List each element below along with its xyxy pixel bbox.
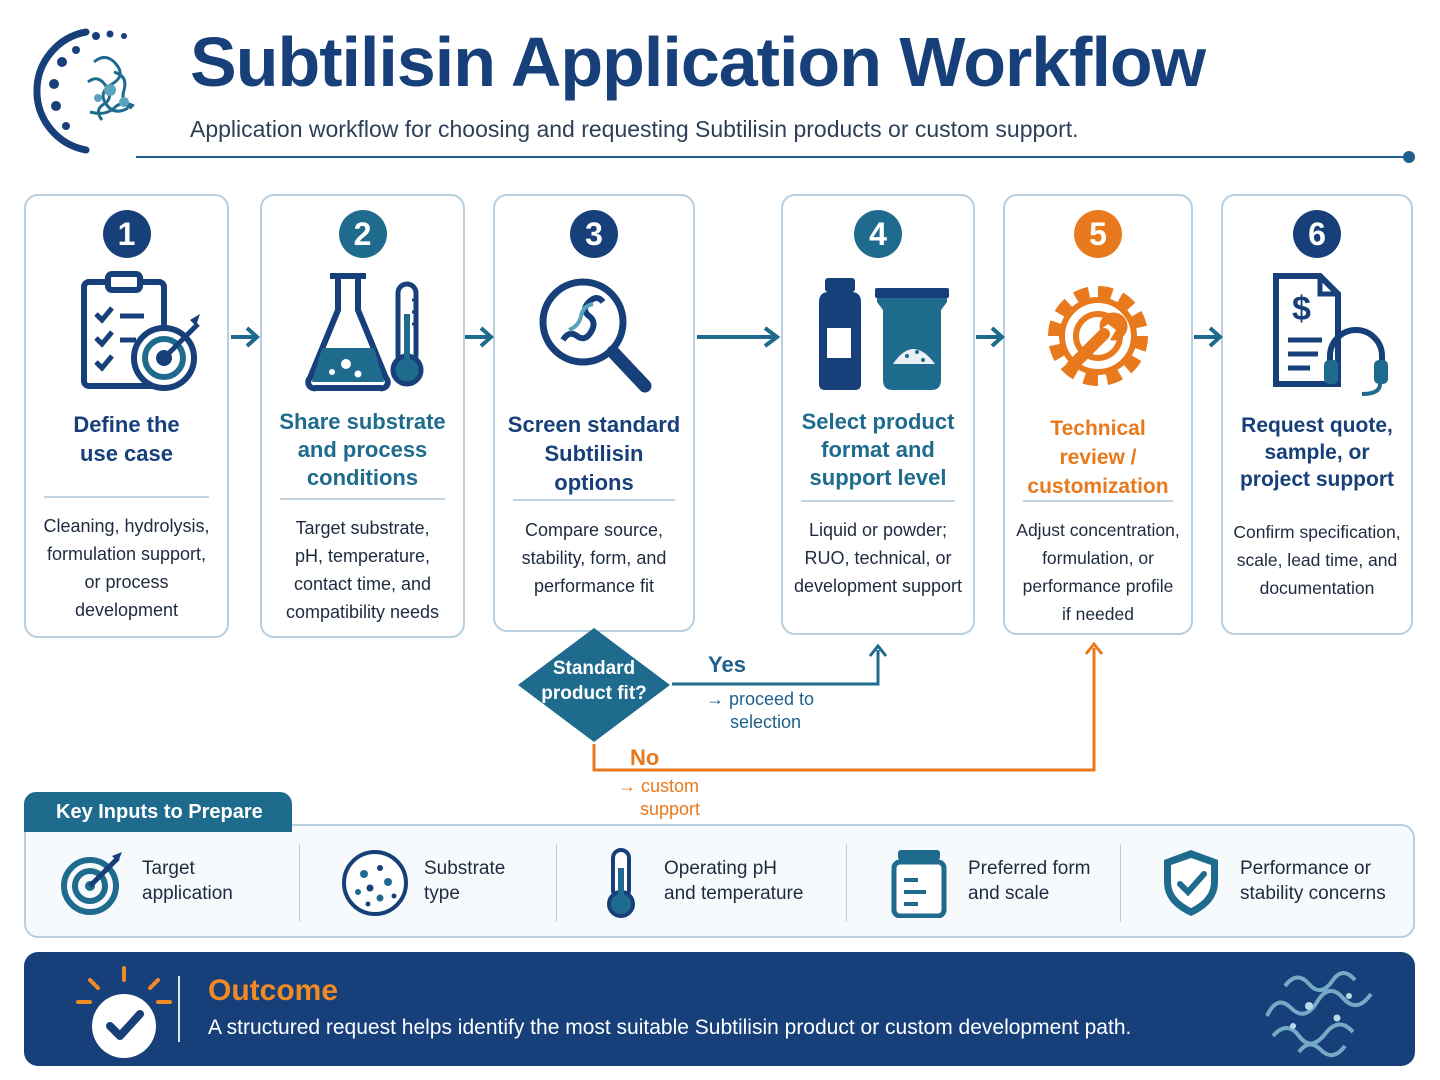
key-inputs-panel: Target application Substrate type Operat… (24, 824, 1415, 938)
step-title-6: Request quote, sample, or project suppor… (1239, 414, 1394, 491)
key-inputs-heading: Key Inputs to Prepare (24, 792, 292, 832)
step-number-1: 1 (102, 210, 151, 258)
outcome-banner: Outcome A structured request helps ident… (24, 952, 1415, 1066)
no-branch-label: No (630, 745, 660, 770)
input-divider (299, 844, 300, 922)
svg-text:$: $ (1292, 290, 1311, 328)
step-title-4: Select product format and support level (801, 409, 955, 490)
step-title-5: Technical review / customization (1027, 417, 1169, 498)
outcome-divider (178, 976, 180, 1042)
decision-label: Standard product fit? (541, 658, 647, 704)
jar-icon (891, 850, 947, 918)
step-card-2: 2 Share substrate and process conditions… (260, 194, 465, 638)
step-desc-1: Cleaning, hydrolysis, formulation suppor… (43, 516, 210, 620)
arrow-5-6-icon (1194, 326, 1223, 348)
shield-check-icon (1164, 850, 1218, 916)
target-icon (61, 852, 122, 915)
page-subtitle: Application workflow for choosing and re… (190, 116, 1079, 142)
step-number-6: 6 (1293, 210, 1341, 258)
outcome-title: Outcome (208, 974, 339, 1007)
input-divider (556, 844, 557, 922)
input-label: Operating pH and temperature (664, 858, 804, 904)
step-number-5: 5 (1074, 210, 1122, 258)
step-desc-5: Adjust concentration, formulation, or pe… (1016, 520, 1180, 624)
input-divider (846, 844, 847, 922)
magnifier-enzyme-icon (539, 278, 652, 393)
gear-wrench-icon (1048, 286, 1148, 386)
outcome-text: A structured request helps identify the … (208, 1016, 1132, 1039)
step-card-3: 3 Screen standard Subtilisin options Com… (493, 194, 695, 632)
input-label: Preferred form and scale (968, 858, 1091, 904)
substrate-icon (342, 850, 408, 916)
input-label: Target application (142, 858, 233, 904)
step-desc-6: Confirm specification, scale, lead time,… (1233, 522, 1401, 598)
bottle-bag-icon (819, 278, 949, 390)
yes-branch-label: Yes (708, 652, 746, 677)
step-number-3: 3 (570, 210, 618, 258)
yes-branch-note: → proceed to selection (706, 689, 815, 732)
step-desc-3: Compare source, stability, form, and per… (521, 520, 667, 596)
arrow-4-5-icon (976, 326, 1005, 348)
step-card-6: 6 $ Request quote, sample, or project su… (1221, 194, 1413, 635)
clipboard-target-icon (80, 271, 200, 391)
decision-diamond (518, 628, 670, 742)
step-desc-2: Target substrate, pH, temperature, conta… (285, 518, 440, 622)
step-title-1: Define the use case (73, 412, 180, 466)
quote-headset-icon: $ (1273, 273, 1388, 396)
step-divider-2 (280, 498, 445, 500)
arrow-1-2-icon (231, 326, 260, 348)
header-divider-dot (1403, 151, 1415, 163)
arrow-3-4-icon (697, 326, 781, 348)
step-desc-4: Liquid or powder; RUO, technical, or dev… (793, 520, 963, 596)
step-card-4: 4 Select product format and support leve… (781, 194, 975, 635)
page-title: Subtilisin Application Workflow (190, 23, 1206, 101)
step-card-1: 1 Define the use case Cleaning, hydrolys… (24, 194, 229, 638)
input-label: Performance or stability concerns (1240, 858, 1386, 904)
checkmark-icon (76, 966, 172, 1058)
header-divider (136, 156, 1408, 158)
input-label: Substrate type (424, 858, 506, 904)
step-divider-5 (1023, 500, 1173, 502)
arrow-2-3-icon (465, 326, 494, 348)
step-divider-1 (44, 496, 209, 498)
step-title-3: Screen standard Subtilisin options (507, 412, 681, 495)
input-divider (1120, 844, 1121, 922)
step-divider-3 (513, 499, 675, 501)
step-number-4: 4 (854, 210, 902, 258)
step-title-2: Share substrate and process conditions (279, 409, 446, 490)
flask-thermometer-icon (304, 273, 423, 392)
step-card-5: 5 Technical review / customization Adjus… (1003, 194, 1193, 635)
step-number-2: 2 (338, 210, 387, 258)
step-divider-4 (801, 500, 955, 502)
thermometer-icon (607, 848, 635, 918)
protein-structure-icon (1265, 971, 1373, 1058)
logo-protein-icon (33, 28, 135, 154)
no-branch-note: → custom support (618, 776, 701, 819)
